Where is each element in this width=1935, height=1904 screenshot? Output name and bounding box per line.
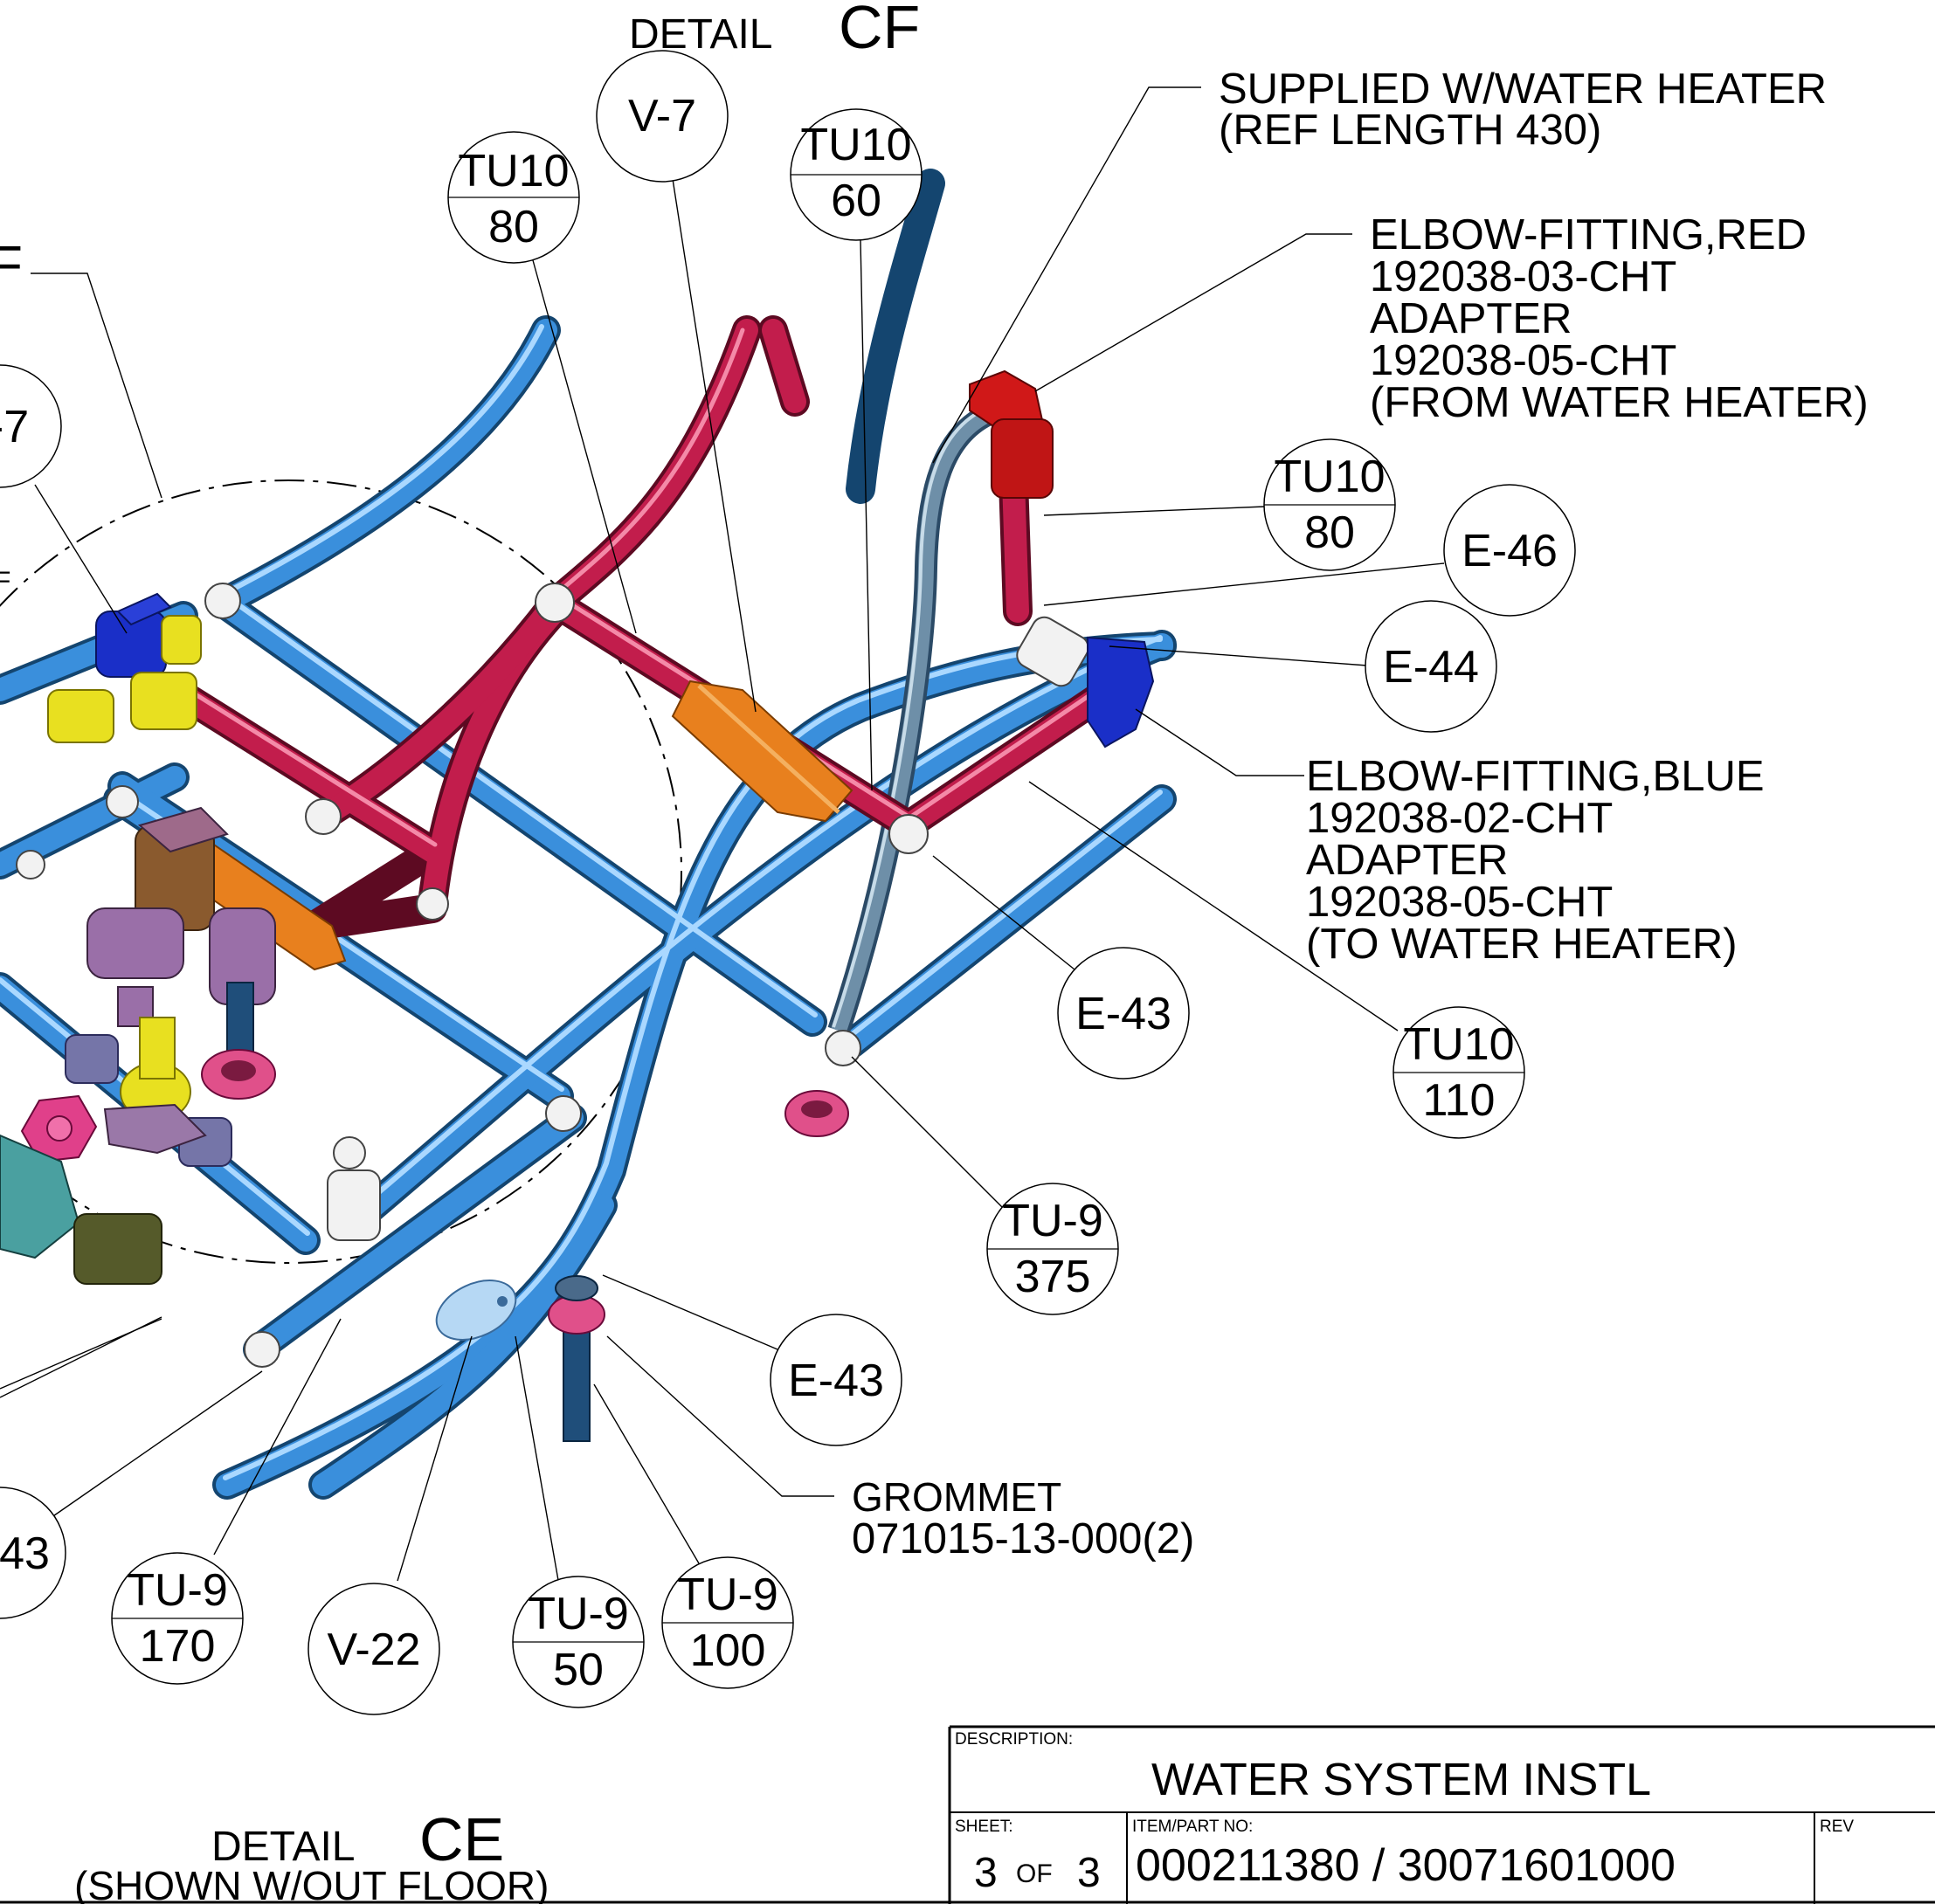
balloon-tu-9-50: TU-9 50 xyxy=(512,1576,645,1708)
svg-text:100: 100 xyxy=(690,1625,766,1676)
note-elbow-fitting-blue: ELBOW-FITTING,BLUE 192038-02-CHT ADAPTER… xyxy=(1306,753,1765,968)
rev-label: REV xyxy=(1820,1818,1854,1836)
balloon-tu-9-375: TU-9 375 xyxy=(986,1183,1119,1315)
sheet-total: 3 xyxy=(1077,1850,1101,1896)
svg-text:V-7: V-7 xyxy=(628,91,696,141)
svg-text:GROMMET: GROMMET xyxy=(852,1474,1061,1520)
svg-text:TU-9: TU-9 xyxy=(528,1589,629,1639)
svg-text:TU-9: TU-9 xyxy=(677,1569,778,1620)
svg-text:TU10: TU10 xyxy=(1274,452,1385,502)
svg-text:071015-13-000(2): 071015-13-000(2) xyxy=(852,1515,1194,1563)
detail-ce-subtitle: (SHOWN W/OUT FLOOR) xyxy=(74,1863,549,1904)
balloon-e-46: E-46 xyxy=(1443,484,1576,617)
sheet-number: 3 xyxy=(974,1850,998,1896)
svg-text:SUPPLIED W/WATER HEATER: SUPPLIED W/WATER HEATER xyxy=(1219,66,1827,113)
note-supplied-with-water-heater: SUPPLIED W/WATER HEATER (REF LENGTH 430) xyxy=(1219,66,1827,154)
svg-text:(REF LENGTH 430): (REF LENGTH 430) xyxy=(1219,107,1601,154)
blue-valve xyxy=(47,592,202,743)
svg-text:TU10: TU10 xyxy=(800,120,911,170)
svg-text:192038-03-CHT: 192038-03-CHT xyxy=(1370,253,1676,300)
purple-valve-cluster xyxy=(65,806,276,1167)
red-elbow-fitting xyxy=(969,369,1054,499)
balloon-e-43-right: E-43 xyxy=(1057,947,1190,1080)
balloon-v-7-left: -7 xyxy=(0,364,62,488)
blue-elbow-fitting xyxy=(1087,636,1155,748)
part-no-value: 000211380 / 30071601000 xyxy=(1136,1840,1676,1891)
yellow-fitting-and-pump xyxy=(0,1017,207,1285)
detail-circle-ce xyxy=(0,479,682,1264)
svg-text:ADAPTER: ADAPTER xyxy=(1370,295,1572,342)
detail-ce-prefix: DETAIL xyxy=(211,1824,355,1870)
svg-text:ADAPTER: ADAPTER xyxy=(1306,837,1508,884)
detail-cf-prefix: DETAIL xyxy=(629,11,772,58)
detail-ce-title: DETAIL CE (SHOWN W/OUT FLOOR) xyxy=(74,1805,549,1904)
leader-lines xyxy=(0,86,1445,1586)
note-grommet: GROMMET 071015-13-000(2) xyxy=(852,1474,1194,1563)
part-no-label: ITEM/PART NO: xyxy=(1132,1818,1253,1836)
balloon-tu10-60: TU10 60 xyxy=(790,108,923,241)
svg-text:170: 170 xyxy=(140,1621,216,1672)
balloon-v-22: V-22 xyxy=(308,1583,440,1715)
svg-text:TU-9: TU-9 xyxy=(1002,1196,1103,1246)
description-value: WATER SYSTEM INSTL xyxy=(1151,1755,1651,1805)
sheet-label: SHEET: xyxy=(955,1818,1013,1836)
balloon-e-44: E-44 xyxy=(1365,600,1497,733)
svg-text:E-43: E-43 xyxy=(1075,989,1171,1039)
svg-text:192038-05-CHT: 192038-05-CHT xyxy=(1370,337,1676,384)
svg-text:ELBOW-FITTING,BLUE: ELBOW-FITTING,BLUE xyxy=(1306,753,1765,800)
svg-text:(TO WATER HEATER): (TO WATER HEATER) xyxy=(1306,921,1738,968)
svg-text:50: 50 xyxy=(553,1645,604,1695)
white-elbow-fittings xyxy=(16,583,1089,1368)
svg-text:E-43: E-43 xyxy=(788,1356,884,1406)
svg-text:80: 80 xyxy=(1304,507,1355,558)
balloon-v-7-top: V-7 xyxy=(596,50,729,183)
svg-text:TU-9: TU-9 xyxy=(127,1565,228,1616)
svg-text:110: 110 xyxy=(1423,1075,1496,1126)
pipe-assembly-illustration xyxy=(0,169,1177,1500)
note-elbow-fitting-red: ELBOW-FITTING,RED 192038-03-CHT ADAPTER … xyxy=(1370,211,1869,426)
orange-couplings xyxy=(173,680,853,971)
svg-text:TU10: TU10 xyxy=(458,146,569,197)
balloon-e-43-bottom: E-43 xyxy=(770,1314,902,1446)
svg-text:E-46: E-46 xyxy=(1462,526,1558,576)
detail-ce-letter: CE xyxy=(419,1805,504,1873)
svg-text:43: 43 xyxy=(0,1528,50,1579)
svg-text:80: 80 xyxy=(488,202,539,252)
detail-left-partial-letter: F xyxy=(0,236,23,296)
svg-text:192038-05-CHT: 192038-05-CHT xyxy=(1306,879,1613,926)
svg-text:(FROM WATER HEATER): (FROM WATER HEATER) xyxy=(1370,379,1869,426)
svg-text:E-44: E-44 xyxy=(1383,642,1479,693)
svg-text:V-22: V-22 xyxy=(328,1625,421,1675)
svg-text:192038-02-CHT: 192038-02-CHT xyxy=(1306,795,1613,842)
balloon-e-43-left: 43 xyxy=(0,1487,66,1619)
sheet-of: OF xyxy=(1016,1859,1053,1888)
description-label: DESCRIPTION: xyxy=(955,1730,1073,1749)
svg-text:ELBOW-FITTING,RED: ELBOW-FITTING,RED xyxy=(1370,211,1807,259)
svg-text:-7: -7 xyxy=(0,402,29,452)
svg-text:60: 60 xyxy=(831,176,881,226)
detail-left-partial-small: F xyxy=(0,567,10,596)
grommets xyxy=(201,982,849,1442)
title-block: DESCRIPTION: WATER SYSTEM INSTL SHEET: 3… xyxy=(0,1725,1935,1904)
detail-cf-title: DETAIL CF xyxy=(629,0,920,61)
svg-text:TU10: TU10 xyxy=(1403,1019,1514,1070)
detail-cf-letter: CF xyxy=(839,0,920,61)
svg-text:375: 375 xyxy=(1015,1252,1091,1302)
